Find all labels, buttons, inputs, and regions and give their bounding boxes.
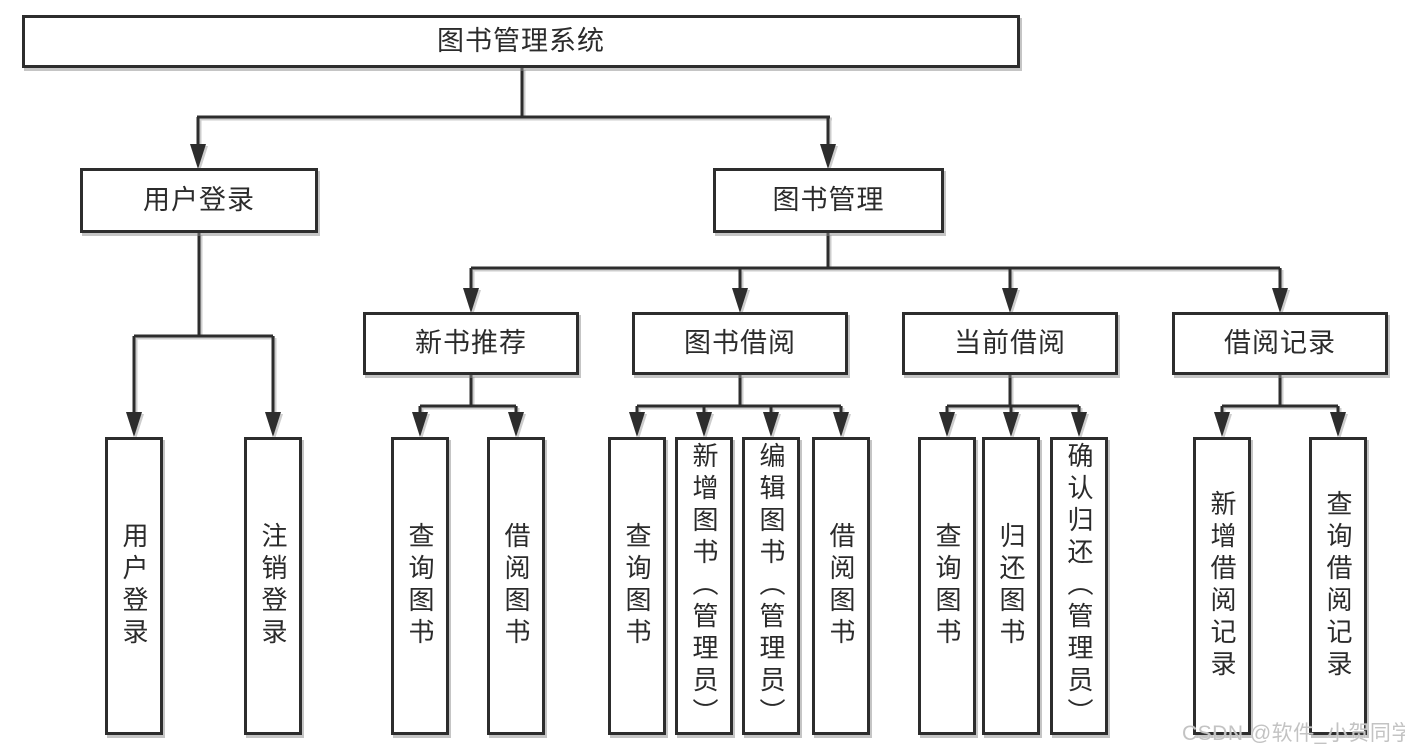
leaf-user-login: 用户登录: [105, 437, 163, 735]
leaf-confirm-return-admin: 确认归还（管理员）: [1050, 437, 1108, 735]
leaf-query-books-recommend: 查询图书: [391, 437, 449, 735]
leaf-return-book: 归还图书: [982, 437, 1040, 735]
connector-current-borrowing: [939, 375, 1087, 437]
connector-book-management: [463, 233, 1288, 313]
node-book-management: 图书管理: [713, 168, 944, 233]
node-borrowing-records: 借阅记录: [1172, 312, 1388, 375]
node-new-book-recommendation: 新书推荐: [363, 312, 579, 375]
connector-borrowing-records: [1214, 375, 1346, 437]
leaf-add-book-admin: 新增图书（管理员）: [675, 437, 733, 735]
leaf-edit-book-admin: 编辑图书（管理员）: [742, 437, 800, 735]
csdn-watermark: CSDN @软件_小贺同学: [1182, 722, 1405, 745]
node-book-borrowing: 图书借阅: [632, 312, 848, 375]
node-library-management-system: 图书管理系统: [22, 15, 1020, 68]
connector-book-borrowing: [629, 375, 849, 437]
leaf-query-books-borrow: 查询图书: [608, 437, 666, 735]
leaf-query-borrow-record: 查询借阅记录: [1309, 437, 1367, 735]
leaf-logout-login: 注销登录: [244, 437, 302, 735]
leaf-borrow-books-recommend: 借阅图书: [487, 437, 545, 735]
node-current-borrowing: 当前借阅: [902, 312, 1118, 375]
connector-new-book-recommendation: [412, 375, 524, 437]
node-user-login: 用户登录: [80, 168, 318, 233]
connector-user-login: [126, 233, 281, 437]
leaf-add-borrow-record: 新增借阅记录: [1193, 437, 1251, 735]
leaf-borrow-books: 借阅图书: [812, 437, 870, 735]
leaf-query-books-current: 查询图书: [918, 437, 976, 735]
connector-root: [190, 68, 836, 169]
